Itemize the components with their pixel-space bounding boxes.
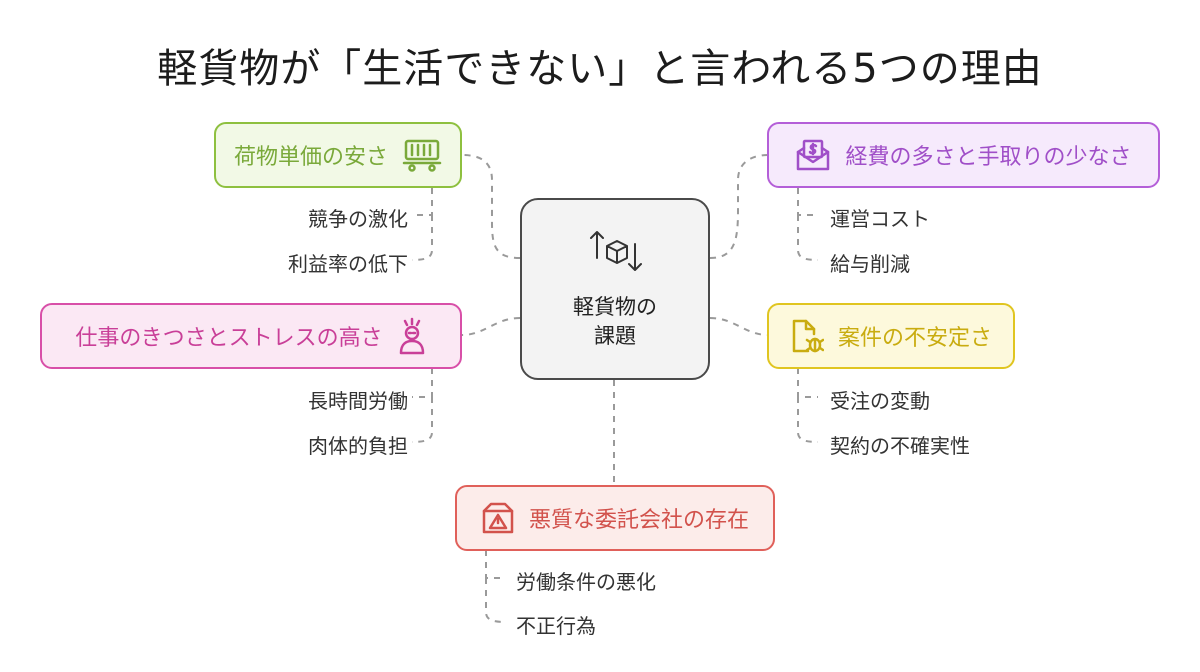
sub-item: 長時間労働	[308, 389, 408, 413]
center-label-line1: 軽貨物の	[573, 295, 657, 320]
sub-item: 不正行為	[516, 614, 596, 638]
document-bug-icon	[790, 318, 824, 354]
sub-item: 肉体的負担	[308, 434, 408, 458]
money-envelope-icon	[795, 138, 831, 172]
node-label: 経費の多さと手取りの少なさ	[845, 145, 1132, 170]
node-hard-work-stress: 仕事のきつさとストレスの高さ	[40, 303, 462, 369]
sub-item: 労働条件の悪化	[516, 570, 656, 594]
node-label: 仕事のきつさとストレスの高さ	[75, 326, 383, 351]
warning-box-icon	[481, 501, 515, 535]
stressed-person-icon	[397, 317, 427, 355]
sub-item: 契約の不確実性	[830, 434, 970, 458]
page-title: 軽貨物が「生活できない」と言われる5つの理由	[157, 46, 1043, 92]
cargo-trolley-icon	[402, 138, 442, 172]
sub-item: 給与削減	[830, 252, 910, 276]
node-expenses-low-income: 経費の多さと手取りの少なさ	[767, 122, 1160, 188]
node-label: 荷物単価の安さ	[233, 145, 388, 170]
node-unstable-jobs: 案件の不安定さ	[767, 303, 1015, 369]
cube-arrows-icon	[587, 228, 643, 281]
node-label: 案件の不安定さ	[837, 326, 992, 351]
sub-item: 受注の変動	[830, 389, 930, 413]
node-cheap-cargo-rate: 荷物単価の安さ	[214, 122, 462, 188]
center-label-line2: 課題	[594, 323, 636, 348]
sub-item: 運営コスト	[830, 207, 930, 231]
sub-item: 利益率の低下	[288, 252, 408, 276]
sub-item: 競争の激化	[308, 207, 408, 231]
node-malicious-contractors: 悪質な委託会社の存在	[455, 485, 775, 551]
node-label: 悪質な委託会社の存在	[528, 508, 749, 533]
center-node: 軽貨物の 課題	[520, 198, 710, 380]
